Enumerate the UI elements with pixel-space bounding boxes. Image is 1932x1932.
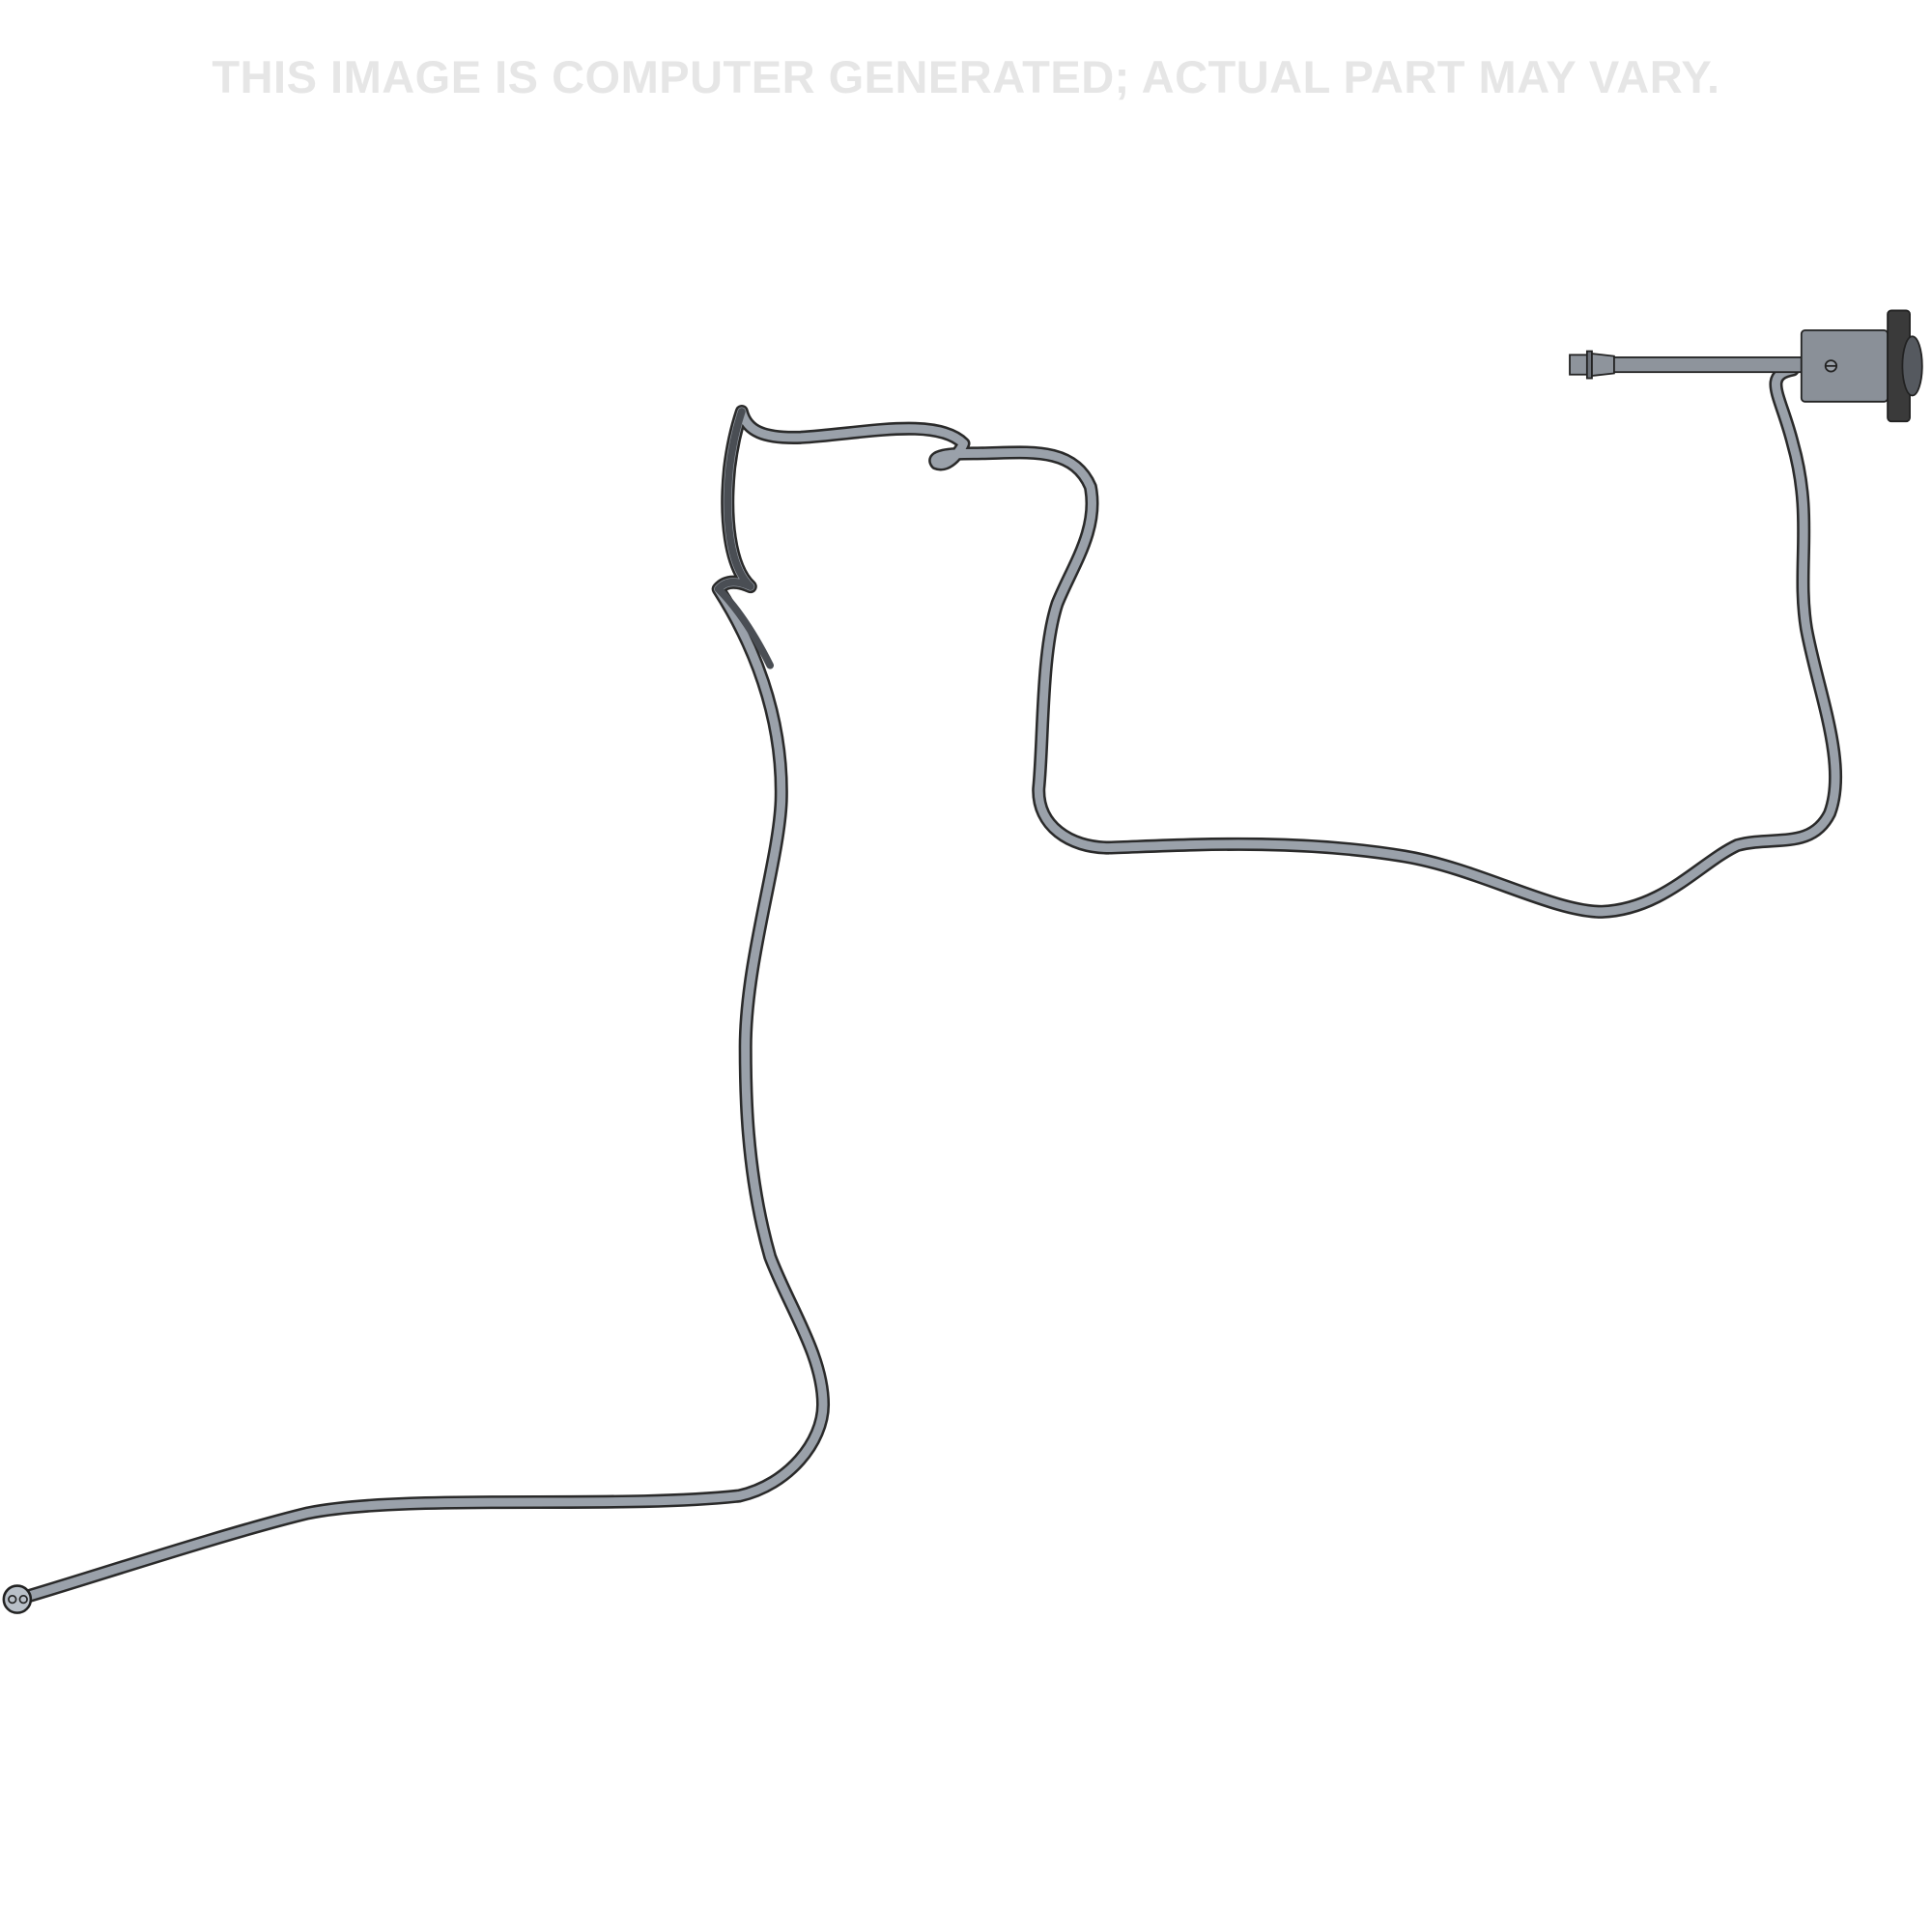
pin-hole	[18, 1594, 28, 1605]
cable	[10, 362, 1843, 1606]
connector-rod	[1613, 356, 1803, 374]
connector-taper	[1591, 353, 1615, 378]
pin-hole	[8, 1594, 17, 1605]
disclaimer-watermark: THIS IMAGE IS COMPUTER GENERATED; ACTUAL…	[212, 51, 1720, 102]
main-connector	[1569, 309, 1923, 423]
sensor-end-connector	[2, 1584, 33, 1614]
connector-cap	[1901, 335, 1923, 397]
connector-tip	[1569, 354, 1588, 376]
cable-dark-section	[714, 408, 775, 669]
cable-body	[13, 365, 1840, 1605]
cable-outline	[10, 362, 1843, 1606]
connector-body	[1800, 328, 1889, 403]
